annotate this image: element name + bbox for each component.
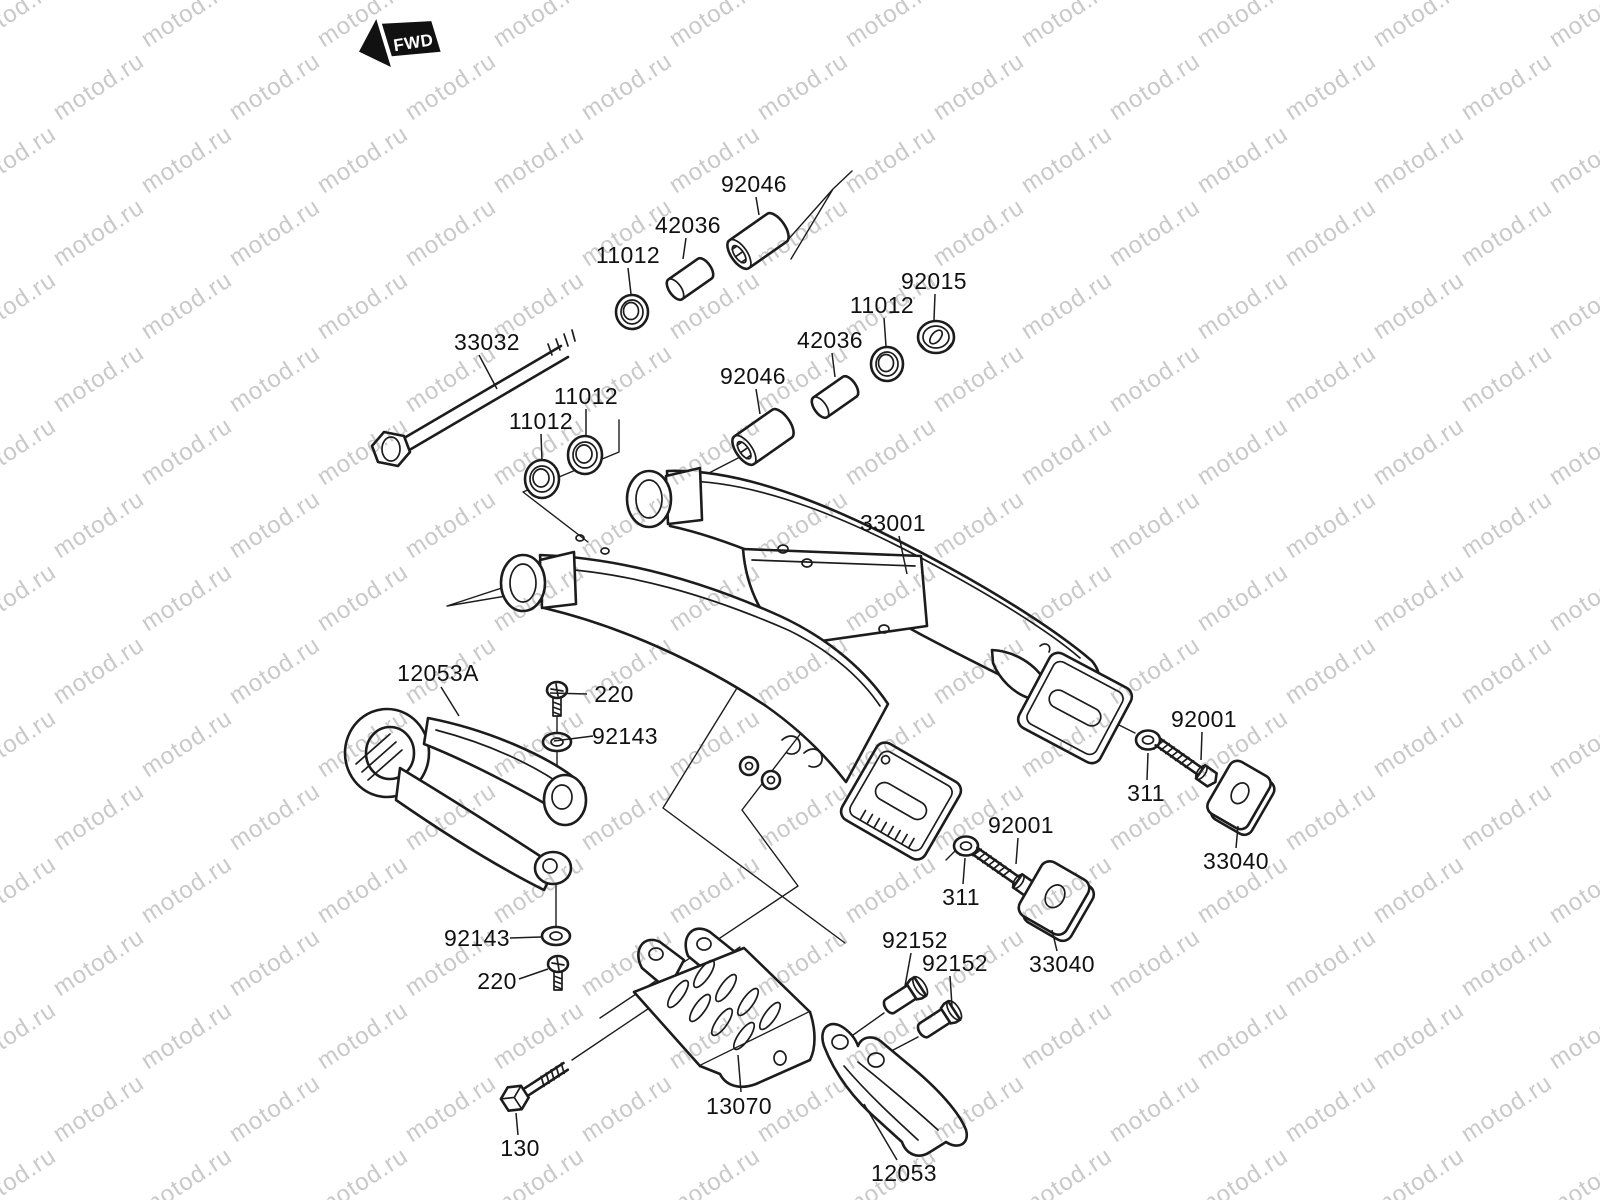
pivot-shaft-bolt (370, 329, 576, 468)
part-label-12053A: 12053A (397, 660, 479, 686)
part-label-92152-b: 92152 (922, 950, 988, 976)
part-label-311-right: 311 (1127, 780, 1165, 806)
leader-line-220-top (549, 692, 588, 695)
chain-guide-12053 (821, 975, 969, 1157)
part-label-11012-right: 11012 (850, 292, 914, 318)
part-label-33040-right: 33040 (1203, 848, 1269, 874)
part-label-11012-mid-b: 11012 (554, 383, 618, 409)
leader-line-11012-top (627, 267, 632, 295)
part-label-92152-a: 92152 (882, 927, 948, 953)
part-label-11012-mid-a: 11012 (509, 408, 573, 434)
leader-line-92046-top (755, 196, 760, 216)
fwd-arrow-badge: FWD (359, 19, 441, 67)
leader-line-33040-left (1051, 929, 1058, 952)
leader-line-12053A (440, 686, 460, 717)
axle-adjuster-right (1134, 729, 1276, 837)
leader-line-92152-b (949, 975, 953, 1007)
part-label-92143-top: 92143 (592, 723, 658, 749)
bolt-130 (499, 1061, 570, 1112)
nut-92015 (916, 319, 956, 355)
part-label-130: 130 (500, 1135, 540, 1161)
leader-line-11012-right (883, 317, 887, 347)
part-label-11012-top: 11012 (596, 242, 660, 268)
collar-42036-group (665, 257, 860, 419)
leader-line-92143-bottom (509, 936, 542, 939)
part-label-220-top: 220 (594, 681, 634, 707)
leader-line-42036-right (831, 352, 836, 378)
swingarm-body (499, 466, 1134, 861)
seal-11012-group (523, 293, 905, 500)
part-labels-layer: 3303211012420369204692015110124203692046… (397, 171, 1269, 1186)
chain-slider-12053A (343, 680, 588, 991)
leader-line-92046-right (755, 388, 761, 415)
part-label-42036-right: 42036 (797, 327, 863, 353)
leader-line-92152-a (904, 952, 912, 987)
part-label-13070: 13070 (706, 1093, 772, 1119)
part-label-33032: 33032 (454, 329, 520, 355)
leader-line-33001 (898, 535, 908, 575)
part-label-311-left: 311 (942, 884, 980, 910)
part-label-33001: 33001 (860, 510, 926, 536)
leader-line-13070 (737, 1054, 742, 1093)
leader-line-311-right (1146, 752, 1149, 781)
part-label-92001-right: 92001 (1171, 706, 1237, 732)
part-label-42036-top: 42036 (655, 212, 721, 238)
axle-adjuster-left (952, 835, 1096, 943)
leader-line-92143-top (553, 735, 594, 742)
leader-line-130 (515, 1112, 519, 1136)
part-label-92046-top: 92046 (721, 171, 787, 197)
leader-line-92001-left (1015, 837, 1019, 865)
part-label-92001-left: 92001 (988, 812, 1054, 838)
part-label-92143-bottom: 92143 (444, 925, 510, 951)
leader-line-220-bottom (518, 968, 549, 980)
leader-line-92001-right (1200, 731, 1203, 761)
leader-line-33040-right (1235, 825, 1239, 849)
chain-guard-13070 (632, 927, 816, 1088)
leader-line-12053 (863, 1103, 898, 1161)
leader-line-33032 (478, 354, 498, 390)
leader-line-311-left (962, 857, 966, 885)
part-label-12053: 12053 (871, 1160, 937, 1186)
bearing-92046-group (726, 211, 795, 467)
leader-line-11012-mid-a (540, 433, 543, 462)
leader-line-42036-top (682, 237, 687, 260)
part-label-92015: 92015 (901, 268, 967, 294)
leader-line-92015 (933, 293, 936, 321)
part-label-33040-left: 33040 (1029, 951, 1095, 977)
part-label-92046-right: 92046 (720, 363, 786, 389)
part-label-220-bottom: 220 (477, 968, 517, 994)
